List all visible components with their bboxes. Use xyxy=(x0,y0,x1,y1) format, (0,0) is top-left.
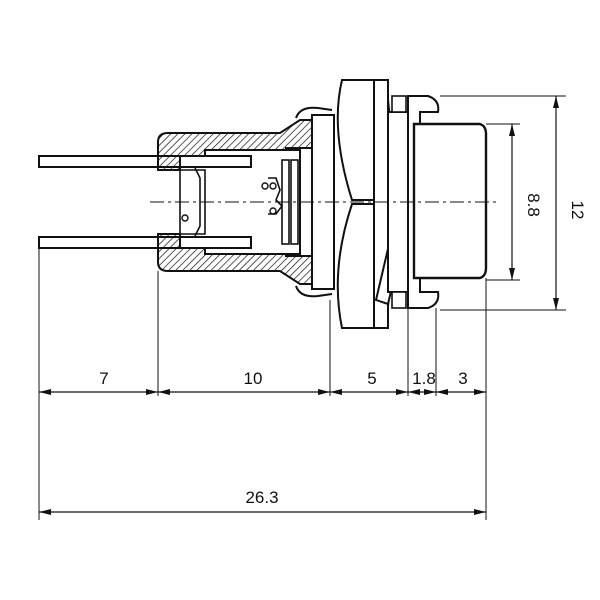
terminal-pins xyxy=(38,155,252,249)
clip-lower xyxy=(295,285,333,298)
extension-lines xyxy=(38,95,566,520)
dimension-label-inner-height: 8.8 xyxy=(524,193,543,217)
dimension-label-10: 10 xyxy=(244,369,263,388)
mounting-section xyxy=(295,79,412,329)
housing-section xyxy=(157,119,313,285)
upper-pin xyxy=(38,155,252,168)
lower-pin xyxy=(38,236,252,249)
cap-lens xyxy=(412,122,488,280)
clip-upper xyxy=(295,106,333,119)
dimension-label-5: 5 xyxy=(367,369,376,388)
arrowheads xyxy=(39,96,559,515)
dimension-label-7: 7 xyxy=(99,369,108,388)
dimension-label-outer-height: 12 xyxy=(568,201,587,220)
housing-lower-wall xyxy=(157,233,313,285)
cap xyxy=(407,95,488,309)
dimension-label-1-8: 1.8 xyxy=(412,369,436,388)
dimension-label-3: 3 xyxy=(458,369,467,388)
dimension-label-total: 26.3 xyxy=(245,488,278,507)
housing-upper-wall xyxy=(157,119,313,171)
